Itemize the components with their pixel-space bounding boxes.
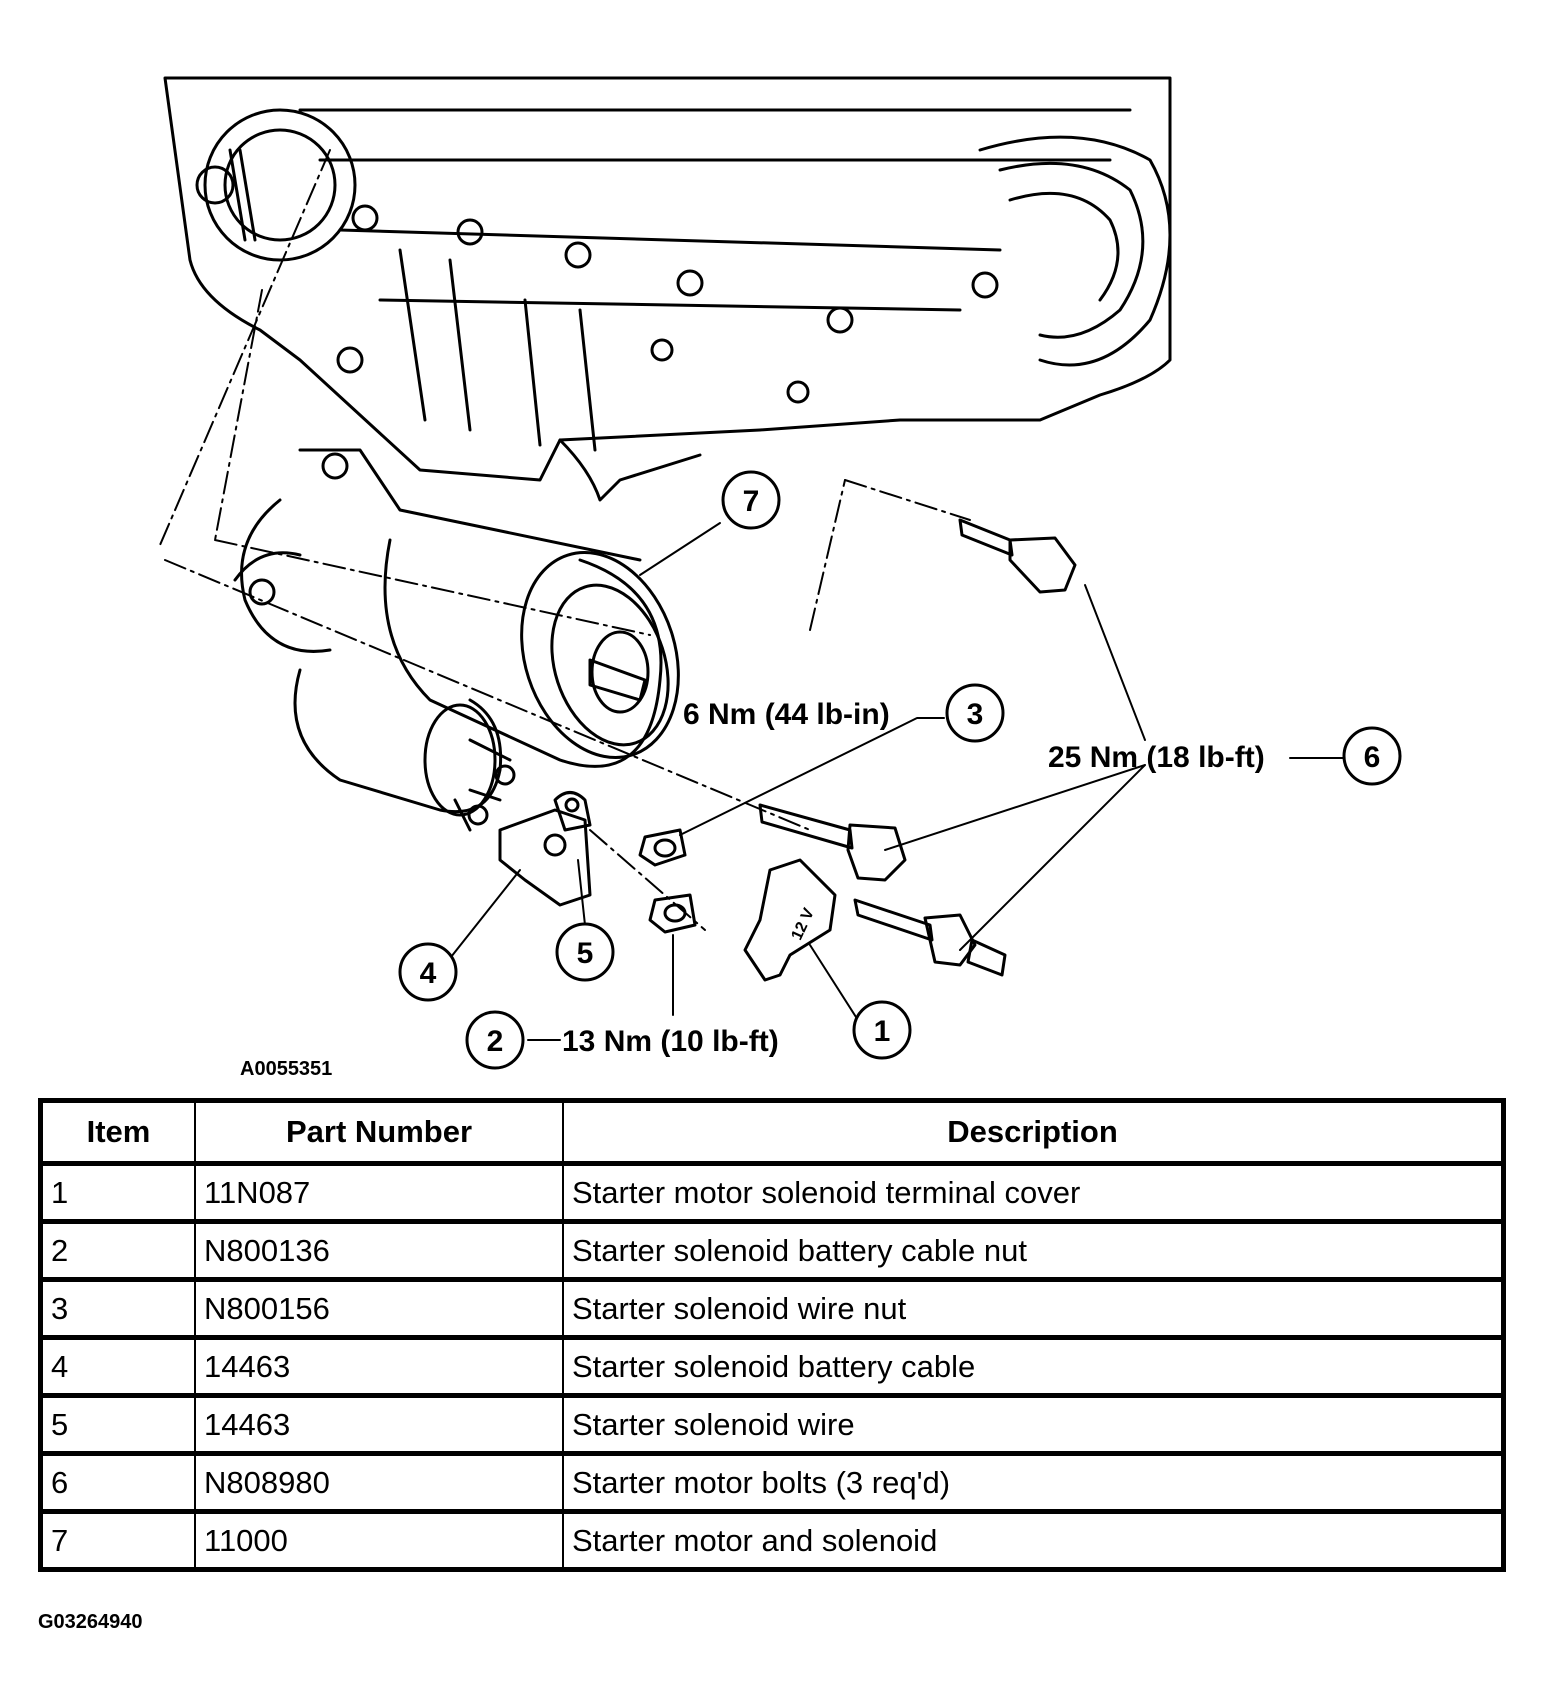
parts-table: Item Part Number Description 1 11N087 St… — [38, 1098, 1506, 1572]
cell-description: Starter solenoid wire — [562, 1394, 1505, 1456]
solenoid-wire — [553, 791, 592, 832]
cell-item: 3 — [39, 1278, 196, 1340]
table-row: 3 N800156 Starter solenoid wire nut — [39, 1278, 1505, 1340]
cell-item: 4 — [39, 1336, 196, 1398]
cell-description: Starter solenoid wire nut — [562, 1278, 1505, 1340]
table-row: 2 N800136 Starter solenoid battery cable… — [39, 1220, 1505, 1282]
callout-4: 4 — [420, 957, 437, 990]
callout-circles — [398, 470, 1402, 1070]
cell-item: 1 — [39, 1162, 196, 1224]
callout-2: 2 — [487, 1025, 504, 1058]
battery-cable — [498, 808, 592, 907]
alignment-lines — [159, 149, 971, 931]
callout-6: 6 — [1364, 741, 1381, 774]
table-row: 7 11000 Starter motor and solenoid — [39, 1510, 1505, 1572]
cell-part-number: 14463 — [194, 1336, 564, 1398]
table-header-row: Item Part Number Description — [39, 1099, 1505, 1166]
table-row: 5 14463 Starter solenoid wire — [39, 1394, 1505, 1456]
cell-item: 7 — [39, 1510, 196, 1572]
cell-description: Starter motor bolts (3 req'd) — [562, 1452, 1505, 1514]
cell-part-number: 11000 — [194, 1510, 564, 1572]
diagram-figure-id: A0055351 — [240, 1058, 333, 1080]
header-part-number: Part Number — [194, 1099, 564, 1166]
torque-label-item6: 25 Nm (18 lb-ft) — [1048, 741, 1265, 774]
torque-label-item2: 13 Nm (10 lb-ft) — [562, 1025, 779, 1058]
table-row: 1 11N087 Starter motor solenoid terminal… — [39, 1162, 1505, 1224]
cell-item: 5 — [39, 1394, 196, 1456]
cell-item: 2 — [39, 1220, 196, 1282]
cell-description: Starter motor and solenoid — [562, 1510, 1505, 1572]
callout-5: 5 — [577, 937, 594, 970]
leader-lines — [450, 522, 1344, 1041]
starter-bolts — [758, 518, 1077, 977]
engine-block — [163, 76, 1172, 502]
header-description: Description — [562, 1099, 1505, 1166]
starter-motor-exploded-diagram: 7 3 6 4 5 2 1 6 Nm (44 lb-in) 25 Nm (18 … — [159, 76, 1402, 1070]
page-figure-id: G03264940 — [38, 1611, 143, 1633]
table-row: 6 N808980 Starter motor bolts (3 req'd) — [39, 1452, 1505, 1514]
torque-label-item3: 6 Nm (44 lb-in) — [683, 698, 890, 731]
cell-part-number: 14463 — [194, 1394, 564, 1456]
callout-7: 7 — [743, 485, 760, 518]
header-item: Item — [39, 1099, 196, 1166]
cell-part-number: N800136 — [194, 1220, 564, 1282]
cell-part-number: N808980 — [194, 1452, 564, 1514]
callout-1: 1 — [874, 1015, 891, 1048]
wire-nut — [638, 828, 687, 867]
table-row: 4 14463 Starter solenoid battery cable — [39, 1336, 1505, 1398]
cover-voltage-marking: 12 V — [789, 906, 818, 943]
cable-nut — [648, 893, 697, 934]
cell-description: Starter solenoid battery cable — [562, 1336, 1505, 1398]
cell-part-number: N800156 — [194, 1278, 564, 1340]
cell-part-number: 11N087 — [194, 1162, 564, 1224]
cell-description: Starter motor solenoid terminal cover — [562, 1162, 1505, 1224]
callout-3: 3 — [967, 698, 984, 731]
starter-motor — [233, 448, 680, 832]
cell-description: Starter solenoid battery cable nut — [562, 1220, 1505, 1282]
terminal-cover — [743, 858, 837, 982]
cell-item: 6 — [39, 1452, 196, 1514]
